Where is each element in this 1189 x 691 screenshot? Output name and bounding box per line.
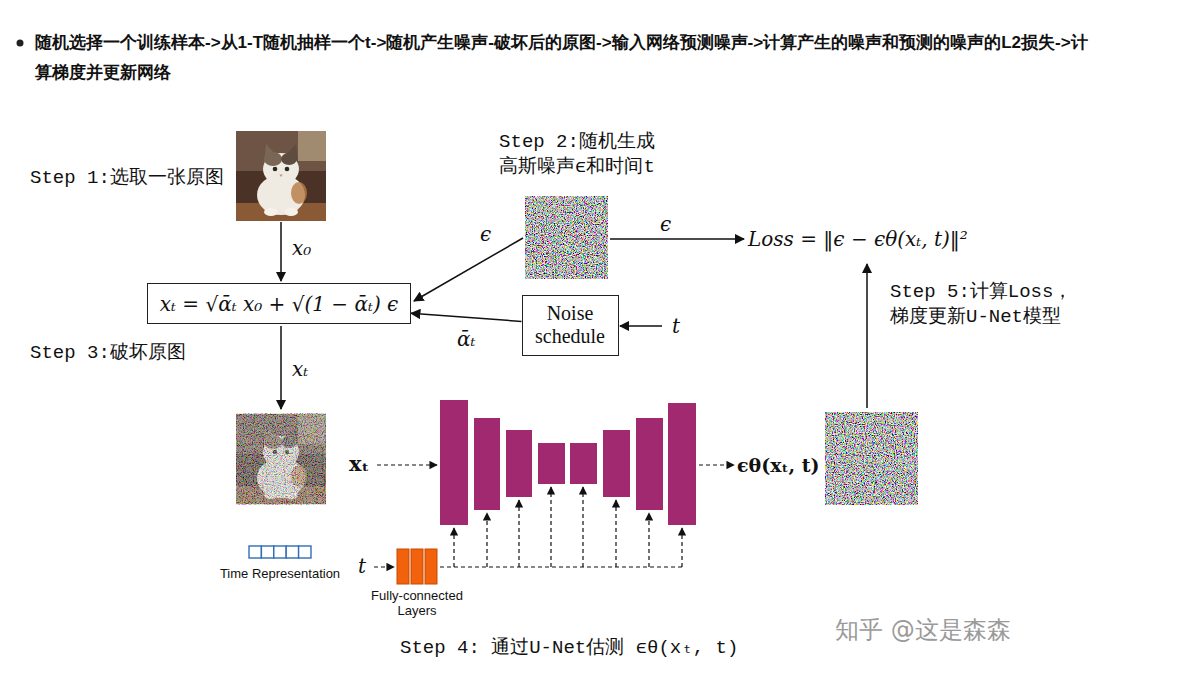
edge-label-holder: ᾱₜ (455, 327, 477, 351)
svg-rect (538, 443, 565, 484)
label-holder: Step 2:随机生成 高斯噪声ϵ和时间t (484, 130, 670, 180)
fc-layers: Fully-connected Layers (362, 548, 472, 618)
vector-cell (274, 546, 286, 558)
svg-rect (236, 413, 326, 505)
node-text: Fully-connected Layers (362, 588, 472, 618)
svg-use (236, 414, 326, 504)
svg-line (582, 487, 583, 567)
loss-formula: Loss = ‖ϵ − ϵθ(xₜ, t)‖² (748, 227, 968, 251)
label-holder: Step 4: 通过U-Net估测 ϵθ(xₜ, t) (400, 636, 738, 661)
svg-line (414, 238, 523, 301)
svg-line (699, 464, 734, 465)
svg-line (280, 326, 282, 409)
math-label: x₀ (292, 236, 311, 260)
fc-bars (396, 548, 438, 585)
math-label: t (358, 554, 366, 578)
node-text: xₜ = √ᾱₜ x₀ + √(1 − ᾱₜ) ϵ (160, 292, 399, 316)
svg-rect (474, 418, 500, 510)
edge-label: ᾱₜ (455, 327, 477, 351)
svg-line (550, 487, 551, 567)
label-holder: ϵθ(xₜ, t) (737, 453, 820, 477)
label-holder: ϵ (480, 222, 491, 246)
svg-rect (603, 430, 630, 497)
label-holder: xₜ (292, 357, 308, 381)
label-holder: Step 1:选取一张原图 (30, 166, 224, 191)
math-label: ϵ (480, 222, 491, 246)
label-holder: t (358, 554, 366, 578)
svg-rect (570, 443, 597, 484)
watermark: 知乎 @这是森森 (835, 615, 1011, 645)
svg-line (615, 500, 616, 567)
node-text: Time Representation (210, 566, 350, 582)
svg-rect (506, 430, 532, 497)
node-text: Noise schedule (531, 302, 609, 348)
fc-bar (397, 549, 409, 584)
vector-cell (299, 546, 311, 558)
svg-line (374, 566, 394, 567)
output-label: ϵθ(xₜ, t) (737, 453, 820, 477)
svg-line (610, 238, 744, 240)
svg-line (866, 264, 868, 408)
noise-image (525, 196, 608, 279)
math-label: ϵ (660, 212, 671, 236)
step-label: Step 1:选取一张原图 (30, 166, 224, 191)
label-holder: Step 5:计算Loss， 梯度更新U-Net模型 (890, 280, 1105, 330)
connector (411, 313, 522, 321)
cat-photo (236, 131, 326, 221)
bullet-text: 随机选择一个训练样本->从1-T随机抽样一个t->随机产生噪声-破坏后的原图->… (35, 28, 1100, 88)
noisy-cat-photo (236, 413, 326, 505)
connector-layer (411, 313, 522, 321)
label-holder: ϵ (660, 212, 671, 236)
label-holder: x₀ (292, 236, 311, 260)
fc-bar (425, 549, 437, 584)
time-vector (248, 545, 312, 559)
time-representation: Time Representation (210, 545, 350, 582)
svg-line (486, 513, 487, 567)
label-holder: Loss = ‖ϵ − ϵθ(xₜ, t)‖² (748, 227, 968, 251)
svg-line (377, 464, 437, 465)
svg-rect (440, 400, 468, 525)
step-label: Step 3:破坏原图 (30, 341, 186, 366)
unet (440, 400, 696, 525)
input-label: xₜ (349, 452, 369, 476)
svg-line (518, 500, 519, 567)
vector-cell (286, 546, 298, 558)
math-label: t (672, 314, 680, 338)
bullet-dot (17, 40, 24, 47)
svg-line (681, 528, 682, 567)
svg-line (620, 325, 662, 327)
math-label: xₜ (292, 357, 308, 381)
process-box: Noise schedule (522, 295, 619, 356)
step-label: Step 5:计算Loss， 梯度更新U-Net模型 (890, 280, 1105, 330)
fc-bar (411, 549, 423, 584)
svg-line (453, 528, 454, 567)
formula-box: xₜ = √ᾱₜ x₀ + √(1 − ᾱₜ) ϵ (147, 283, 411, 324)
svg-line (648, 513, 649, 567)
step-label: Step 2:随机生成 高斯噪声ϵ和时间t (484, 130, 670, 180)
svg-line (440, 566, 682, 567)
predicted-noise-image (825, 412, 918, 505)
vector-cell (261, 546, 273, 558)
label-holder: t (672, 314, 680, 338)
svg-line (280, 222, 282, 281)
svg-rect (668, 403, 696, 525)
label-holder: 随机选择一个训练样本->从1-T随机抽样一个t->随机产生噪声-破坏后的原图->… (35, 28, 1100, 88)
label-holder: Step 3:破坏原图 (30, 341, 186, 366)
step-label: Step 4: 通过U-Net估测 ϵθ(xₜ, t) (400, 636, 738, 661)
label-holder: xₜ (349, 452, 369, 476)
svg-rect (636, 418, 663, 510)
label-holder: 知乎 @这是森森 (835, 615, 1011, 645)
vector-cell (249, 546, 261, 558)
